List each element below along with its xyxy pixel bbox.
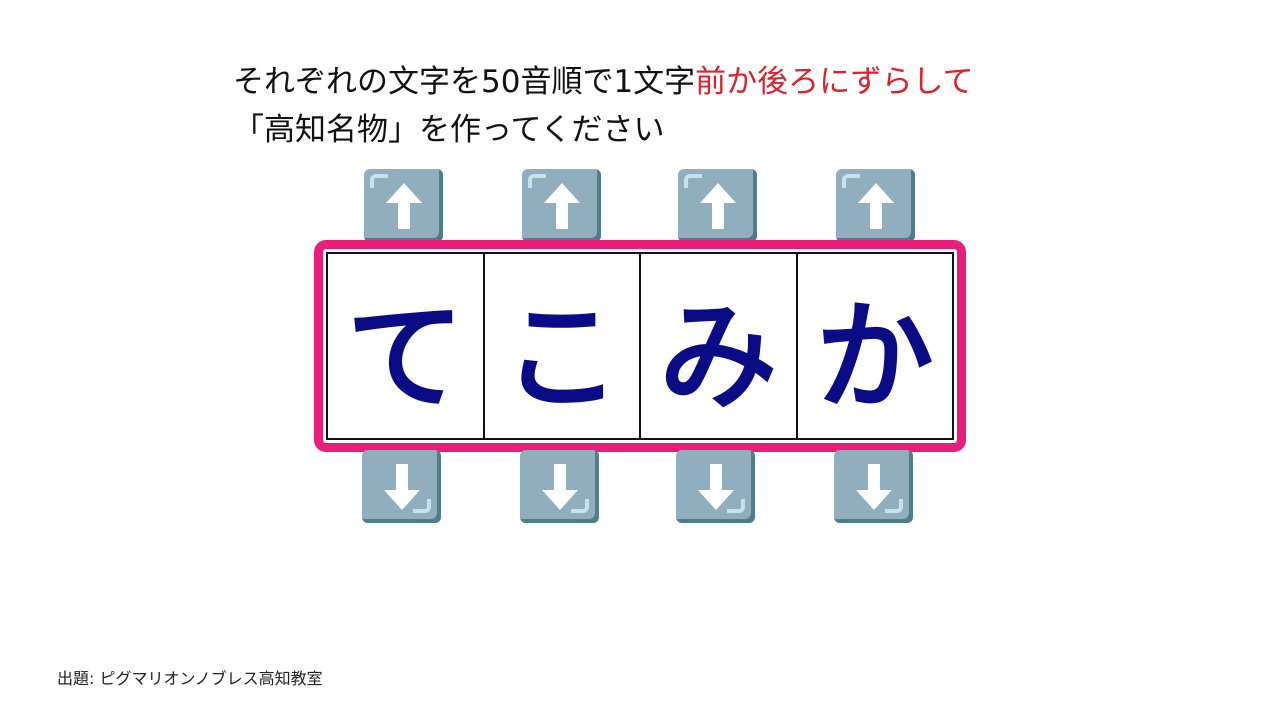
instruction-line-2: 「高知名物」を作ってください — [233, 112, 665, 148]
character-cell-2: こ — [485, 254, 641, 438]
up-button-2[interactable] — [522, 169, 601, 242]
up-button-1[interactable] — [364, 169, 443, 242]
character-frame: て こ み か — [314, 240, 966, 452]
instruction-highlight: 前か後ろにずらして — [695, 64, 974, 100]
arrow-up-icon — [858, 183, 894, 229]
instruction-text: それぞれの文字を50音順で1文字 — [233, 64, 696, 100]
arrow-up-icon — [386, 183, 422, 229]
down-button-1[interactable] — [362, 450, 441, 523]
up-button-3[interactable] — [678, 169, 757, 242]
character-cell-1: て — [328, 254, 485, 438]
arrow-down-icon — [542, 464, 578, 510]
character-cell-4: か — [815, 287, 934, 426]
character-cell-3: み — [641, 254, 798, 438]
arrow-up-icon — [544, 183, 580, 229]
arrow-up-icon — [700, 183, 736, 229]
down-button-4[interactable] — [834, 450, 913, 523]
arrow-down-icon — [856, 464, 892, 510]
credit-text: 出題: ピグマリオンノブレス高知教室 — [57, 669, 323, 688]
arrow-down-icon — [698, 464, 734, 510]
down-button-3[interactable] — [676, 450, 755, 523]
down-button-2[interactable] — [520, 450, 599, 523]
arrow-down-icon — [384, 464, 420, 510]
instruction-line-1: それぞれの文字を50音順で1文字前か後ろにずらして — [233, 62, 974, 102]
up-button-4[interactable] — [836, 169, 915, 242]
